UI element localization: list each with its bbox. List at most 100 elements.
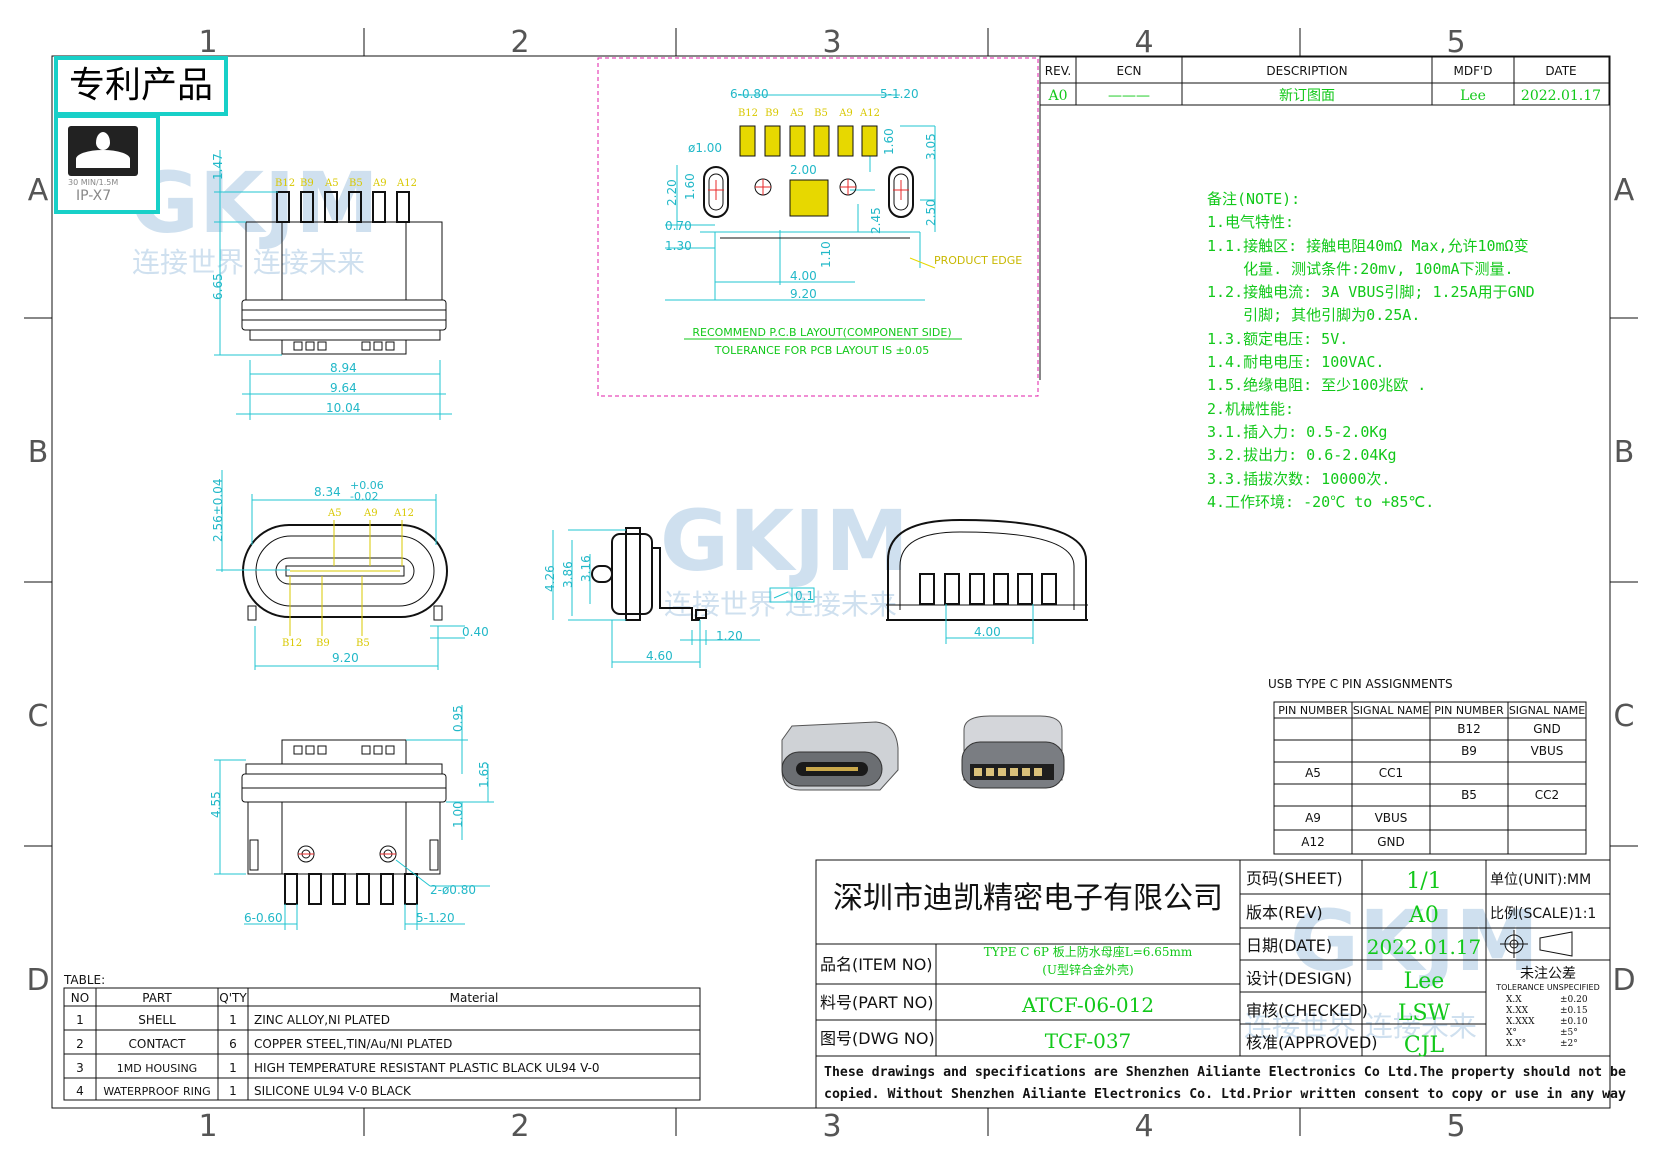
grid-col-3: 3 (822, 25, 841, 60)
grid-col-1: 1 (198, 25, 217, 60)
bom-cell: 1MD HOUSING (117, 1062, 197, 1075)
approved-label: 核准(APPROVED) (1246, 1033, 1378, 1052)
watermark-slogan-1: 连接世界 连接未来 (132, 246, 365, 279)
tol-cell: X.X° (1506, 1039, 1526, 1049)
front-dim-8-34: 8.34 (314, 485, 341, 499)
watermark-brand-1: GKJM (130, 154, 379, 252)
note-line: 1.2.接触电流: 3A VBUS引脚; 1.25A用于GND (1207, 283, 1535, 302)
pin-cell: VBUS (1375, 811, 1408, 825)
disclaimer-line-2: copied. Without Shenzhen Ailiante Electr… (824, 1086, 1626, 1102)
bom-cell: SHELL (138, 1013, 176, 1027)
pin-assign-table: USB TYPE C PIN ASSIGNMENTS PIN NUMBER SI… (1268, 677, 1587, 855)
pin-cell: B12 (1457, 722, 1481, 736)
bom-cell: 2 (76, 1037, 84, 1051)
grid-row-d-r: D (1612, 963, 1635, 998)
pcb-pads (739, 125, 878, 217)
tol-sub: TOLERANCE UNSPECIFIED (1495, 983, 1600, 992)
note-line: 1.4.耐电电压: 100VAC. (1207, 353, 1385, 372)
watermark-brand-3: GKJM (1290, 892, 1539, 990)
pin-cell: B5 (1461, 788, 1477, 802)
rev-value: A0 (1408, 903, 1439, 928)
tol-cell: ±5° (1560, 1028, 1578, 1038)
title-block: 深圳市迪凯精密电子有限公司 品名(ITEM NO) 料号(PART NO) 图号… (815, 859, 1626, 1109)
top-dim-10-04: 10.04 (326, 401, 360, 415)
pin-cell: CC2 (1535, 788, 1559, 802)
pcb-dim-1-60b: 1.60 (683, 173, 697, 200)
ip-rating-badge: 30 MIN/1.5M IP-X7 (54, 114, 160, 214)
grid-row-b: B (28, 435, 49, 470)
watermark: GKJM 连接世界 连接未来 GKJM 连接世界 连接未来 GKJM 连接世界 … (130, 154, 1539, 1043)
grid-row-d: D (26, 963, 49, 998)
side-dim-3-86: 3.86 (561, 561, 575, 588)
pcb-dim-1-60a: 1.60 (882, 128, 896, 155)
rev-value-mdfd: Lee (1460, 88, 1486, 104)
rev-value-ecn: ——— (1108, 88, 1150, 104)
pcb-dim-0-70: 0.70 (665, 219, 692, 233)
item-label: 品名(ITEM NO) (820, 955, 933, 974)
pin-cell: B9 (1461, 744, 1477, 758)
part-value: ATCF-06-012 (1021, 993, 1154, 1017)
bom-cell: 1 (229, 1061, 237, 1075)
side-dim-4-26: 4.26 (543, 565, 557, 592)
company-name: 深圳市迪凯精密电子有限公司 (833, 881, 1223, 916)
note-line: 1.1.接触区: 接触电阻40mΩ Max,允许10mΩ变 (1207, 236, 1529, 255)
grid-col-5b: 5 (1446, 1109, 1465, 1144)
grid-col-4: 4 (1134, 25, 1153, 60)
pin-cell: A12 (1301, 835, 1324, 849)
bom-cell: 1 (229, 1084, 237, 1098)
pcb-layout-title: RECOMMEND P.C.B LAYOUT(COMPONENT SIDE) (692, 326, 951, 339)
side-dim-4-60: 4.60 (646, 649, 673, 663)
pin-hdr-2: SIGNAL NAME (1353, 704, 1429, 717)
grid-col-labels-bottom: 1 2 3 4 5 (198, 1109, 1465, 1144)
grid-col-2: 2 (510, 25, 529, 60)
product-edge-label: PRODUCT EDGE (934, 254, 1022, 267)
watermark-slogan-2: 连接世界 连接未来 (664, 588, 897, 621)
rev-header-desc: DESCRIPTION (1266, 64, 1347, 78)
bottom-view: 0.95 1.65 4.55 1.00 2-ø0.80 6-0.60 5-1.2… (209, 705, 494, 930)
top-dim-6-65: 6.65 (211, 273, 225, 300)
bom-table: TABLE: NO PART Q'TY Material 1 SHELL 1 Z… (63, 973, 701, 1101)
rev-value-rev: A0 (1047, 88, 1067, 104)
note-line: 3.1.插入力: 0.5-2.0Kg (1207, 422, 1388, 441)
bom-cell: 4 (76, 1084, 84, 1098)
tol-cell: X.X (1506, 995, 1522, 1005)
note-line: 3.2.拔出力: 0.6-2.04Kg (1207, 446, 1397, 465)
bom-cell: HIGH TEMPERATURE RESISTANT PLASTIC BLACK… (254, 1061, 600, 1075)
pcb-dim-1-30: 1.30 (665, 239, 692, 253)
pin-cell: A5 (1305, 766, 1321, 780)
front-dim-0-40: 0.40 (462, 625, 489, 639)
tol-cell: ±2° (1560, 1039, 1578, 1049)
pin-cell: A9 (1305, 811, 1321, 825)
grid-col-5: 5 (1446, 25, 1465, 60)
pcb-dim-2-50: 2.50 (924, 199, 938, 226)
watermark-brand-2: GKJM (660, 492, 909, 590)
rev-label: 版本(REV) (1246, 903, 1323, 922)
pin-cell: GND (1377, 835, 1405, 849)
top-dim-8-94: 8.94 (330, 361, 357, 375)
sheet-label: 页码(SHEET) (1246, 869, 1343, 888)
checked-label: 审核(CHECKED) (1246, 1001, 1368, 1020)
bom-label: TABLE: (63, 973, 105, 987)
dwg-value: TCF-037 (1045, 1029, 1132, 1053)
tol-cell: ±0.15 (1560, 1006, 1588, 1016)
grid-col-3b: 3 (822, 1109, 841, 1144)
bom-hdr-material: Material (450, 991, 499, 1005)
tol-rows: X.X ±0.20 X.XX ±0.15 X.XXX ±0.10 X° ±5° … (1506, 995, 1588, 1049)
render-3d-front (781, 721, 899, 791)
pin-assign-title: USB TYPE C PIN ASSIGNMENTS (1268, 677, 1453, 691)
rev-value-desc: 新订图面 (1279, 88, 1335, 104)
item-value-1: TYPE C 6P 板上防水母座L=6.65mm (984, 944, 1193, 959)
front-dim-tol-plus: +0.06 (350, 479, 384, 492)
bottom-dim-4-55: 4.55 (209, 791, 223, 818)
grid-row-labels: A B C D A B C D (26, 173, 1635, 998)
bom-cell: 1 (229, 1013, 237, 1027)
design-value: Lee (1404, 969, 1445, 994)
pcb-dim-2-20: 2.20 (665, 179, 679, 206)
front-dim-2-56: 2.56±0.04 (211, 479, 225, 543)
tol-cell: ±0.10 (1560, 1017, 1588, 1027)
bom-cell: ZINC ALLOY,NI PLATED (254, 1013, 390, 1027)
pcb-dim-pad-length: 5-1.20 (880, 87, 919, 101)
